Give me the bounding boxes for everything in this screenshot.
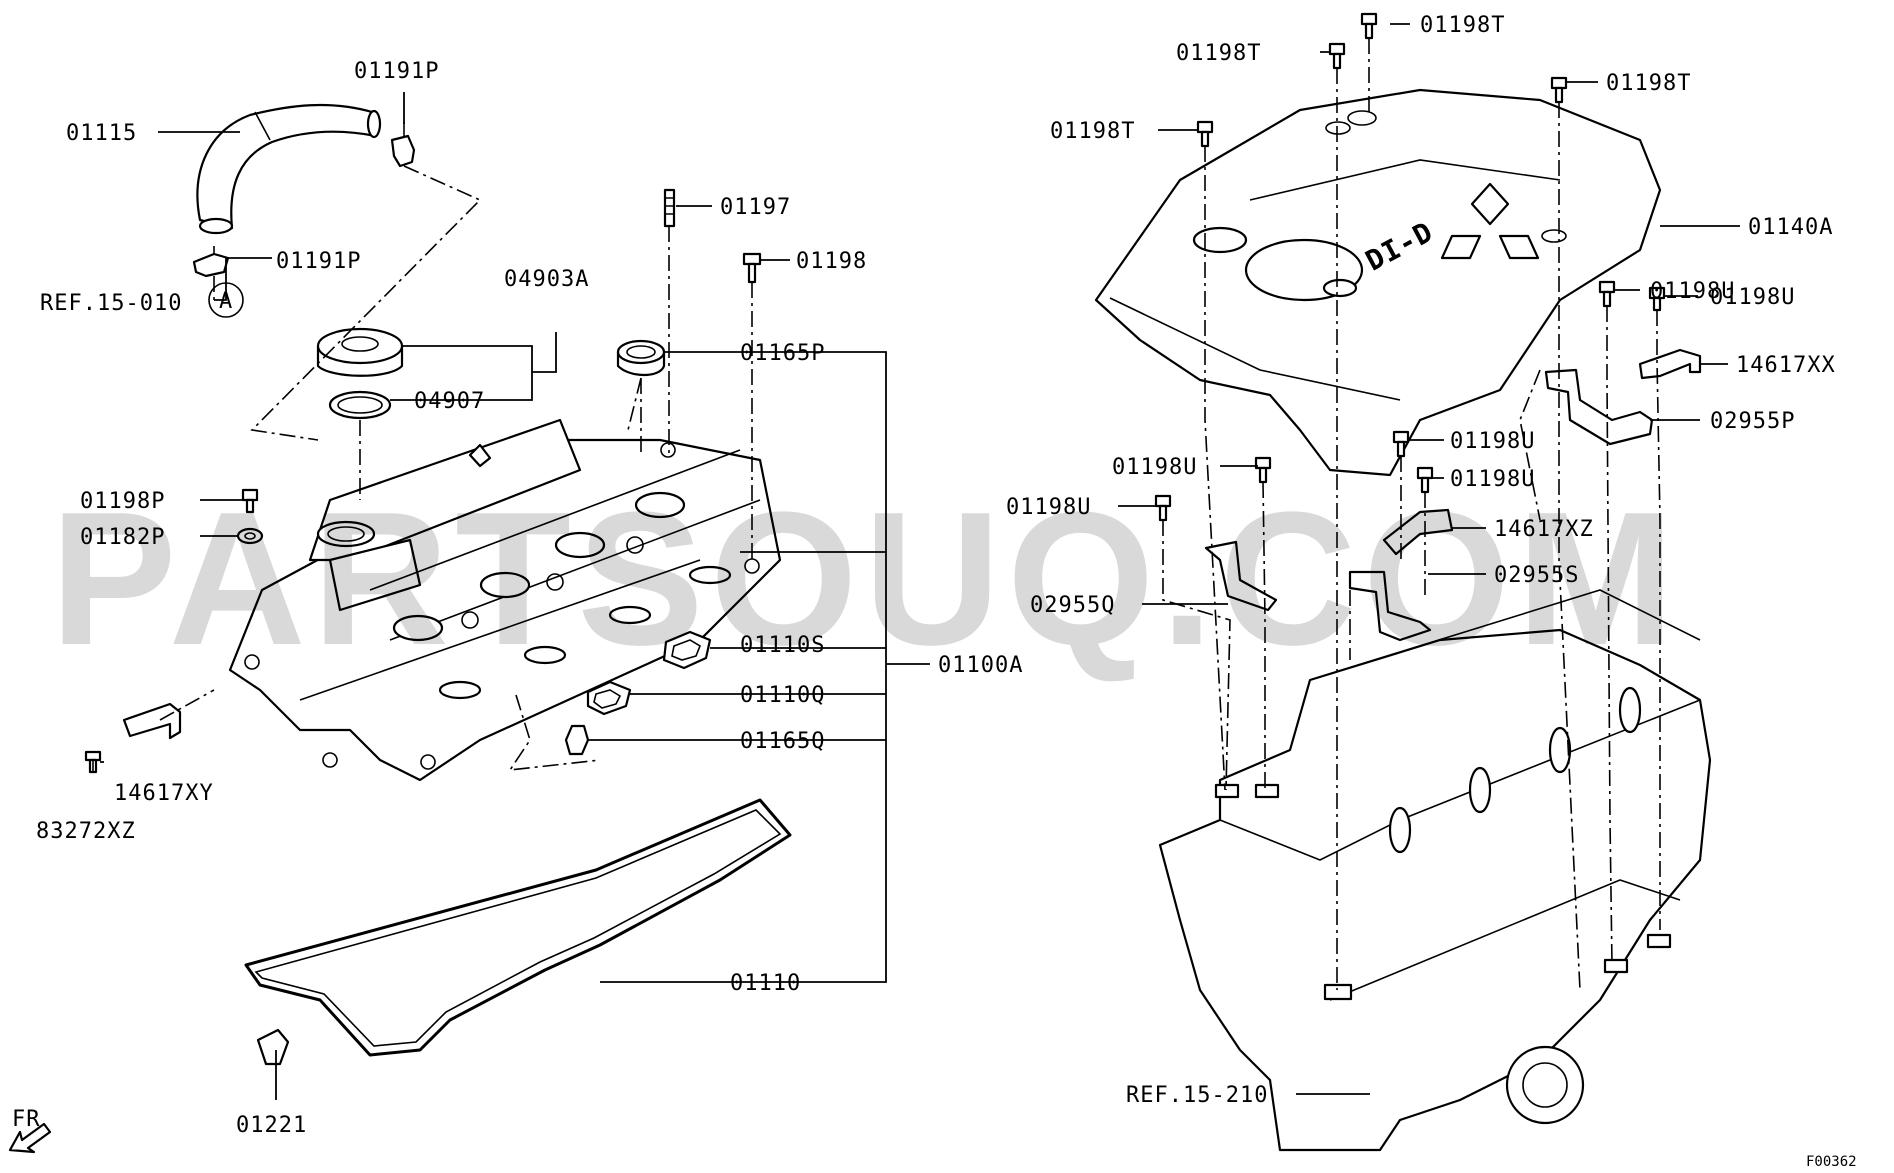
label-02955q: 02955Q xyxy=(1030,593,1115,618)
label-01198u-e: 01198U xyxy=(1112,455,1197,480)
label-01165p: 01165P xyxy=(740,341,825,366)
label-01191p-mid: 01191P xyxy=(276,249,361,274)
label-04907: 04907 xyxy=(414,389,485,414)
label-01198u-a: 01198U xyxy=(1650,279,1735,304)
label-02955s: 02955S xyxy=(1494,563,1579,588)
bolt-01198p xyxy=(241,488,259,514)
hose-clamp-01191p-mid xyxy=(192,246,230,278)
callout-a-circle xyxy=(208,282,244,318)
sealant-01221 xyxy=(256,1028,290,1066)
label-01182p: 01182P xyxy=(80,525,165,550)
engine-block xyxy=(1158,589,1712,1152)
bolt-01198t-a xyxy=(1360,12,1378,40)
bracket-02955q xyxy=(1204,540,1278,612)
label-04903a: 04903A xyxy=(504,267,589,292)
label-ref-15-010[interactable]: REF.15-010 xyxy=(40,291,182,316)
callout-a-label: A xyxy=(219,289,233,314)
label-01198t-c: 01198T xyxy=(1606,71,1691,96)
label-01198t-a: 01198T xyxy=(1420,13,1505,38)
watermark: PARTSOUQ.COM xyxy=(50,473,1681,685)
label-ref-15-210[interactable]: REF.15-210 xyxy=(1126,1083,1268,1108)
label-01198: 01198 xyxy=(796,249,867,274)
label-01198t-d: 01198T xyxy=(1050,119,1135,144)
engine-cover-01140a xyxy=(1094,88,1662,477)
label-01198u-b: 01198U xyxy=(1710,285,1795,310)
guide-lines-right xyxy=(1162,38,1661,991)
stud-01197 xyxy=(663,188,676,228)
label-01198t-b: 01198T xyxy=(1176,41,1261,66)
bolt-01198u-f xyxy=(1154,494,1172,522)
label-14617xx: 14617XX xyxy=(1736,353,1836,378)
bolt-01198t-c xyxy=(1550,76,1568,104)
label-01221: 01221 xyxy=(236,1113,307,1138)
gasket-01110s xyxy=(662,630,712,670)
seal-01165q xyxy=(564,724,590,756)
label-14617xz: 14617XZ xyxy=(1494,517,1594,542)
rocker-gasket-01110 xyxy=(244,798,792,1057)
label-01140a: 01140A xyxy=(1748,215,1833,240)
bolt-01198u-a xyxy=(1598,280,1616,308)
label-01115: 01115 xyxy=(66,121,137,146)
gasket-04907 xyxy=(328,390,392,420)
oil-filler-cap-04903a xyxy=(316,327,404,377)
label-83272xz: 83272XZ xyxy=(36,819,136,844)
label-01198u-d: 01198U xyxy=(1450,467,1535,492)
bolt-01198t-b xyxy=(1328,42,1346,70)
label-01198u-f: 01198U xyxy=(1006,495,1091,520)
bolt-01198 xyxy=(742,252,762,284)
label-01198p: 01198P xyxy=(80,489,165,514)
label-14617xy: 14617XY xyxy=(114,781,214,806)
bracket-14617xy xyxy=(122,702,182,740)
hose-clamp-01191p-top xyxy=(390,122,416,168)
label-01110s: 01110S xyxy=(740,633,825,658)
bolt-01198u-b xyxy=(1648,286,1666,312)
bracket-14617xx xyxy=(1638,348,1702,380)
label-01197: 01197 xyxy=(720,195,791,220)
label-02955p: 02955P xyxy=(1710,409,1795,434)
label-01198u-c: 01198U xyxy=(1450,429,1535,454)
label-01110q: 01110Q xyxy=(740,683,825,708)
bolt-01198t-d xyxy=(1196,120,1214,148)
figure-code: F00362 xyxy=(1806,1154,1857,1170)
leader-lines xyxy=(100,23,1740,1100)
label-01191p-top: 01191P xyxy=(354,59,439,84)
seal-01165p xyxy=(616,339,666,377)
label-01100a: 01100A xyxy=(938,653,1023,678)
label-01110: 01110 xyxy=(730,971,801,996)
rocker-cover-01100a xyxy=(228,418,782,782)
breather-hose-01115 xyxy=(196,103,382,235)
bracket-02955p xyxy=(1544,368,1654,446)
label-01165q: 01165Q xyxy=(740,729,825,754)
bracket-02955s xyxy=(1348,570,1432,642)
front-arrow-icon xyxy=(8,1122,52,1154)
bolt-01198u-c xyxy=(1392,430,1410,458)
label-fr: FR xyxy=(12,1107,41,1132)
gasket-01110q xyxy=(586,680,632,716)
